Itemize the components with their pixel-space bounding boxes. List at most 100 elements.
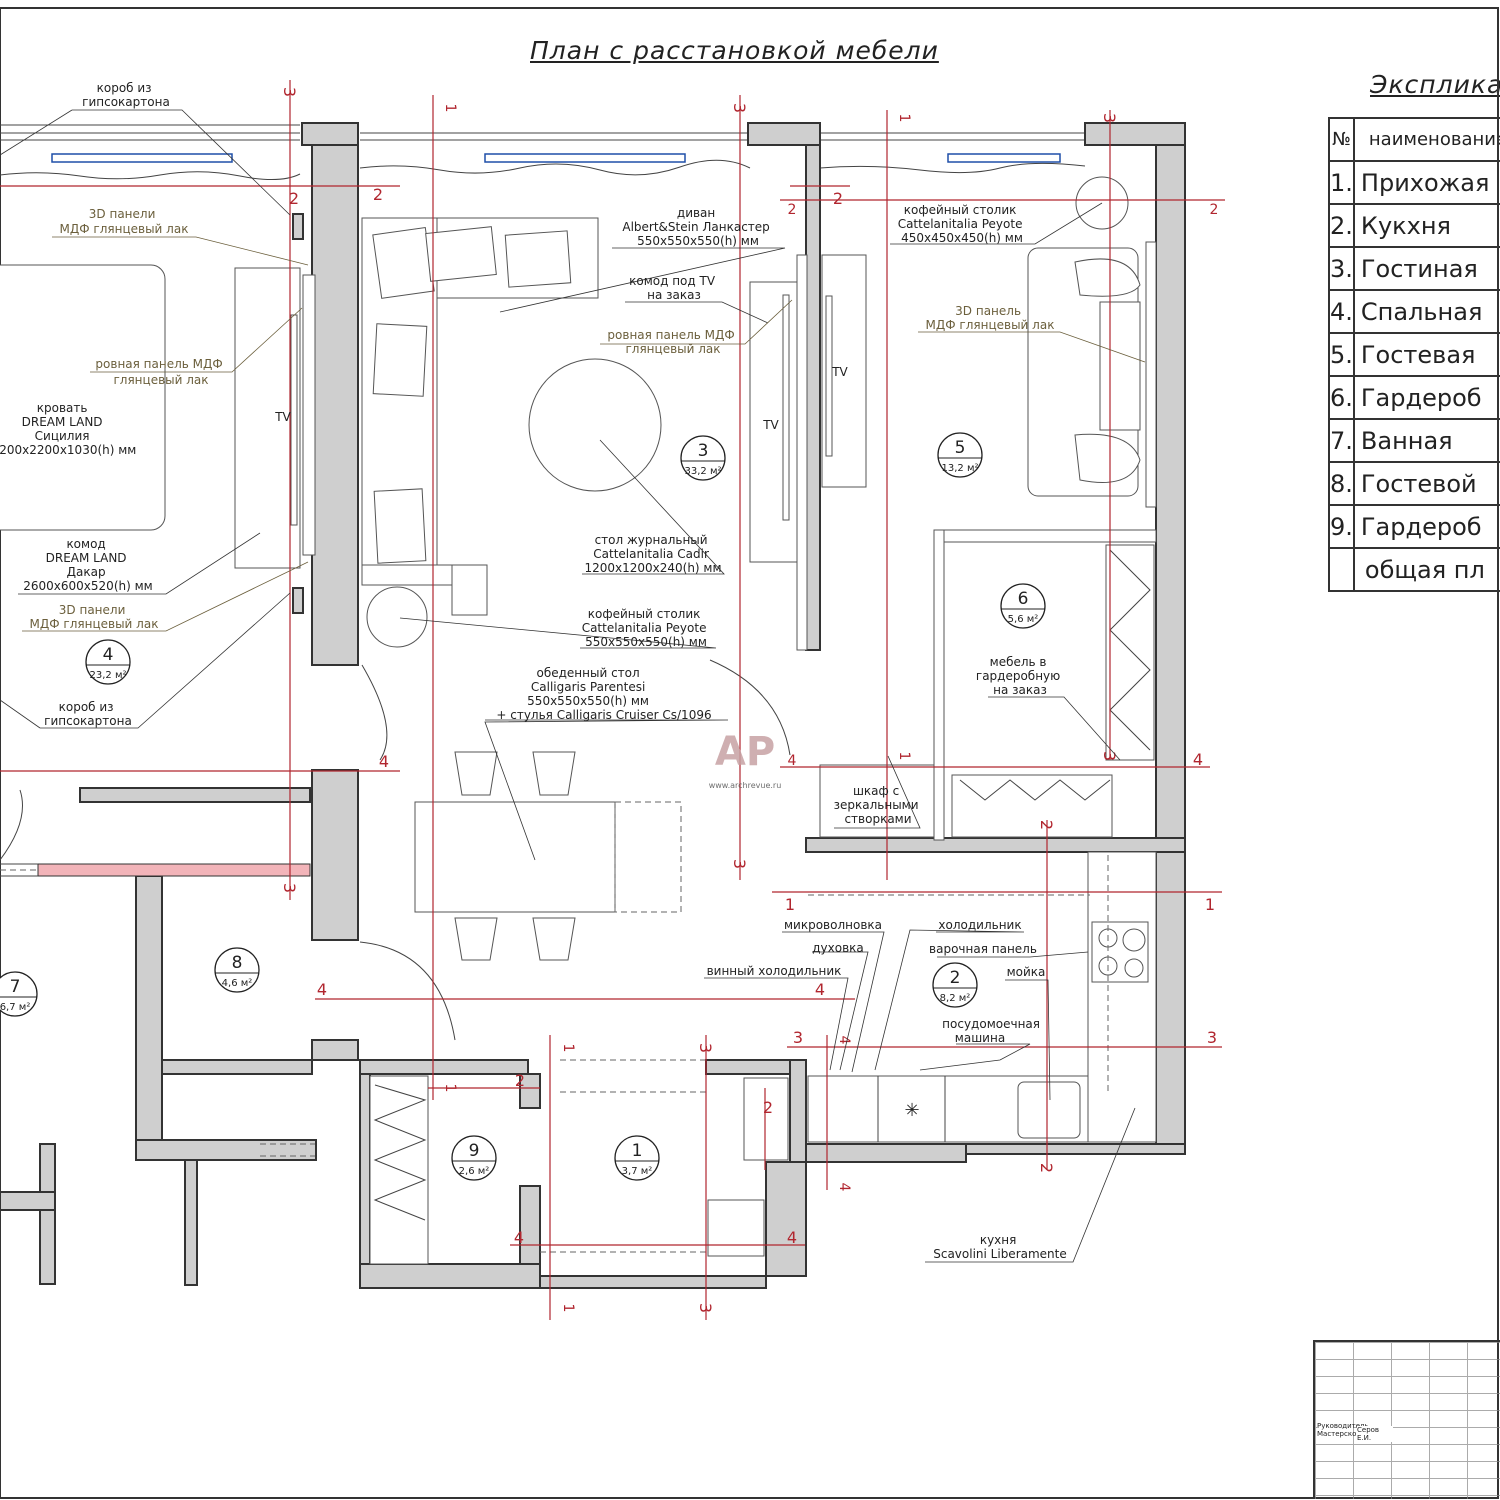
label-hob: варочная панель [929,942,1037,956]
tv-mid [782,294,790,521]
label-rovnaya-mid: ровная панель МДФ глянцевый лак [607,328,738,356]
label-sink: мойка [1007,965,1046,979]
row-name: Спальная [1352,289,1500,334]
tv-label-guest: TV [831,365,848,379]
svg-text:2: 2 [515,1071,525,1090]
svg-text:4: 4 [1193,750,1203,769]
svg-text:✳: ✳ [904,1100,919,1121]
table-header-name: наименование [1352,117,1500,162]
svg-text:1: 1 [442,1084,458,1093]
leader-lines [0,109,1146,1263]
svg-text:3: 3 [698,441,709,461]
kitchen-furniture: ✳ [369,851,1157,1265]
label-kitchen: кухня Scavolini Liberamente [933,1233,1067,1261]
room-marker-9: 9 2,6 м² [451,1135,497,1181]
svg-text:33,2 м²: 33,2 м² [685,466,722,477]
svg-text:3: 3 [1207,1028,1217,1047]
row-num: 7. [1328,418,1355,463]
svg-text:1: 1 [896,752,912,761]
stamp-role: Руководитель Мастерской [1317,1422,1369,1438]
svg-text:3: 3 [280,883,299,893]
row-name: Кукхня [1352,203,1500,248]
plan-labels: короб из гипсокартона 3D панели МДФ глян… [0,81,1067,1261]
tv-panel-mid [796,254,808,651]
svg-text:8: 8 [232,953,243,973]
walls [0,122,1186,1289]
bedroom-furniture [0,264,316,861]
svg-text:6,7 м²: 6,7 м² [0,1002,30,1013]
sofa-end [451,564,488,616]
room-marker-8: 8 4,6 м² [214,947,260,993]
svg-text:6: 6 [1018,589,1029,609]
room-marker-1: 1 3,7 м² [614,1135,660,1181]
svg-text:2: 2 [1037,1163,1056,1173]
living-furniture [359,217,808,1041]
sink [1017,1081,1081,1139]
axis-lines [0,80,1225,1320]
window-living [484,153,686,163]
label-3d-panel-left: 3D панели МДФ глянцевый лак [60,207,189,236]
svg-text:4: 4 [815,980,825,999]
svg-text:4: 4 [317,980,327,999]
row-num: 8. [1328,461,1355,506]
room-markers: 1 3,7 м² 2 8,2 м² 3 33,2 м² 4 23,2 м² 5 … [0,432,1046,1181]
svg-text:www.archrevue.ru: www.archrevue.ru [709,781,782,790]
row-num: 2. [1328,203,1355,248]
svg-text:2: 2 [1210,202,1219,218]
title-block: Руководитель Мастерской Серов Е.И. [1313,1340,1500,1499]
svg-text:3: 3 [696,1303,715,1313]
svg-text:7: 7 [10,977,21,997]
row-num [1328,547,1355,592]
svg-text:2: 2 [950,968,961,988]
svg-text:3: 3 [696,1043,715,1053]
tv-label-bedroom: TV [274,410,291,424]
row-name: Прихожая [1352,160,1500,205]
svg-text:4: 4 [379,752,389,771]
row-num: 6. [1328,375,1355,420]
title-block-grid [1315,1342,1500,1499]
room-marker-3: 3 33,2 м² [680,435,726,481]
table-row: 5.Гостевая [1328,332,1500,377]
tv-left [290,314,298,526]
label-rovnaya-left: ровная панель МДФ глянцевый лак [95,357,226,387]
room-marker-6: 6 5,6 м² [1000,583,1046,629]
svg-text:1: 1 [560,1044,576,1053]
room-marker-7: 7 6,7 м² [0,971,38,1017]
room-marker-4: 4 23,2 м² [85,639,131,685]
mirror-wardrobe [819,764,935,838]
window-bedroom [51,153,233,163]
table-row: 9.Гардероб [1328,504,1500,549]
svg-text:3: 3 [280,87,299,97]
hall-pouf [707,1199,765,1257]
svg-text:23,2 м²: 23,2 м² [90,670,127,681]
svg-text:1: 1 [560,1304,576,1313]
tv-panel-left [302,274,316,556]
label-oven: духовка [812,941,864,955]
label-komod-tv: комод под TV на заказ [629,274,719,302]
svg-text:3: 3 [1100,113,1119,123]
label-table-journal: стол журнальный Cattelanitalia Cadir 120… [584,533,721,575]
label-bed: кровать DREAM LAND Сицилия 2200x2200x103… [0,401,136,457]
row-num: 4. [1328,289,1355,334]
table-row: общая пл [1328,547,1500,592]
label-korob-top: короб из гипсокартона [82,81,170,109]
svg-text:4: 4 [836,1183,852,1192]
sheet-frame [0,7,1499,1499]
label-wine-fridge: винный холодильник [707,964,842,978]
svg-text:2: 2 [1037,820,1056,830]
svg-text:2: 2 [763,1098,773,1117]
svg-text:1: 1 [1205,895,1215,914]
label-microwave: микроволновка [784,918,882,932]
table-row: 2.Кукхня [1328,203,1500,248]
label-mirror-wardrobe: шкаф с зеркальными створками [834,784,923,826]
svg-text:2: 2 [788,202,797,218]
bed-shape [0,264,166,531]
svg-text:5,6 м²: 5,6 м² [1008,614,1039,625]
table-header-num: № [1328,117,1355,162]
wardrobe-6 [819,529,1157,841]
dashed-lines [0,855,1109,1253]
label-3d-panel-right: 3D панель МДФ глянцевый лак [926,304,1055,332]
coffee-table-round [528,358,662,492]
sofa-foot [361,564,453,586]
